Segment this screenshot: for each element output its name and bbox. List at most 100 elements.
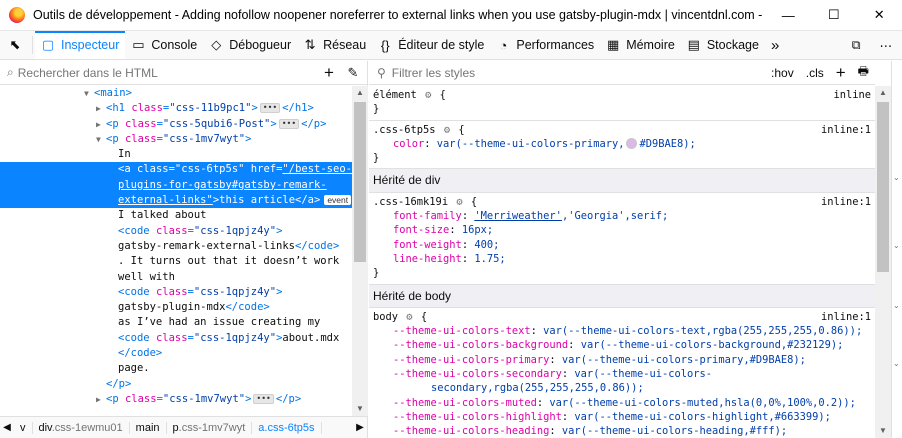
scroll-up-arrow-icon[interactable]: ▲ <box>879 88 887 97</box>
declaration[interactable]: font-family: 'Merriweather','Georgia',se… <box>393 210 669 223</box>
close-button[interactable]: ✕ <box>873 7 885 22</box>
href-link[interactable]: "/best-seo- <box>282 163 352 176</box>
declaration[interactable]: --theme-ui-colors-heading: var(--theme-u… <box>393 425 788 438</box>
node-code[interactable]: <code class="css-1qpjz4y">about.mdx <box>118 331 340 344</box>
color-swatch[interactable] <box>626 137 638 149</box>
declaration[interactable]: --theme-ui-colors-muted: var(--theme-ui-… <box>393 396 856 409</box>
rule-selector[interactable]: élément <box>373 89 417 101</box>
collapsed-twisty-icon[interactable]: ▶ <box>96 119 101 129</box>
scroll-down-arrow-icon[interactable]: ▼ <box>879 426 887 435</box>
event-badge[interactable]: event <box>324 195 352 206</box>
href-link[interactable]: plugins-for-gatsby#gatsby-remark- <box>118 178 327 191</box>
breadcrumb-scroll-right-icon[interactable]: ▶ <box>356 422 364 433</box>
chevron-down-icon[interactable]: ⌄ <box>893 173 900 182</box>
add-node-button[interactable]: + <box>324 62 334 82</box>
rules-scrollbar[interactable]: ▲ ▼ <box>875 86 891 438</box>
tab-stockage[interactable]: ▤ Stockage <box>681 31 765 59</box>
text-node[interactable]: I talked about <box>0 208 352 223</box>
declaration[interactable]: line-height: 1.75; <box>393 252 506 265</box>
chevron-down-icon[interactable]: ⌄ <box>893 241 900 250</box>
href-link[interactable]: external-links" <box>118 194 213 207</box>
minimize-button[interactable]: — <box>781 7 795 23</box>
node-p-last[interactable]: ▶<p class="css-1mv7wyt">•••</p> <box>0 392 352 407</box>
styles-filter-input[interactable] <box>391 65 766 80</box>
node-h1[interactable]: ▶<h1 class="css-11b9pc1">•••</h1> <box>0 101 352 116</box>
tab-memoire[interactable]: ▦ Mémoire <box>600 31 681 59</box>
print-media-icon[interactable]: 🖶 <box>857 64 869 78</box>
node-a-selected[interactable]: <a class="css-6tp5s" href="/best-seo- pl… <box>0 162 352 209</box>
node-main[interactable]: ▼<main> <box>0 86 352 101</box>
text-node[interactable]: . It turns out that it doesn’t work <box>0 254 352 269</box>
scrollbar-thumb[interactable] <box>877 102 889 272</box>
rule-source[interactable]: inline:1 <box>820 195 871 208</box>
node-code[interactable]: <code class="css-1qpjz4y"> <box>118 224 283 237</box>
rule-source[interactable]: inline <box>833 89 871 101</box>
more-tools-button[interactable]: » <box>765 31 785 59</box>
gear-icon[interactable]: ⚙ <box>425 89 432 101</box>
declaration[interactable]: --theme-ui-colors-background: var(--them… <box>393 339 844 352</box>
declaration[interactable]: --theme-ui-colors-secondary: var(--theme… <box>393 368 713 381</box>
tab-reseau[interactable]: ⇅ Réseau <box>297 31 372 59</box>
rule-selector[interactable]: .css-6tp5s <box>373 123 436 136</box>
rule-selector[interactable]: .css-16mk19i <box>373 195 449 208</box>
collapsed-twisty-icon[interactable]: ▶ <box>96 394 101 404</box>
code-close-tag[interactable]: </code> <box>0 346 352 361</box>
declaration[interactable]: font-weight: 400; <box>393 238 500 251</box>
scrollbar-thumb[interactable] <box>354 102 366 262</box>
gear-icon[interactable]: ⚙ <box>456 195 463 208</box>
tab-performances[interactable]: ◔ Performances <box>490 31 600 59</box>
breadcrumb-item[interactable]: v <box>14 421 33 434</box>
scroll-up-arrow-icon[interactable]: ▲ <box>356 88 364 97</box>
collapsed-content-badge[interactable]: ••• <box>259 103 281 114</box>
declaration[interactable]: --theme-ui-colors-highlight: var(--theme… <box>393 410 831 423</box>
gear-icon[interactable]: ⚙ <box>443 123 451 136</box>
class-toggle[interactable]: .cls <box>805 65 824 80</box>
markup-scrollbar[interactable]: ▲ ▼ <box>352 86 368 416</box>
eyedropper-icon[interactable]: ✎ <box>347 64 359 80</box>
declaration[interactable]: color: var(--theme-ui-colors-primary,#D9… <box>393 137 696 150</box>
breadcrumb-scroll-left-icon[interactable]: ◀ <box>3 422 11 433</box>
collapsed-content-badge[interactable]: ••• <box>253 393 274 404</box>
node-p-open[interactable]: ▼<p class="css-1mv7wyt"> <box>0 132 352 147</box>
tab-console[interactable]: ▭ Console <box>125 31 203 59</box>
chevron-down-icon[interactable]: ⌄ <box>893 359 900 368</box>
scroll-down-arrow-icon[interactable]: ▼ <box>356 404 364 413</box>
breadcrumb-item-selected[interactable]: a.css-6tp5s <box>252 421 322 434</box>
expanded-twisty-icon[interactable]: ▼ <box>96 134 101 144</box>
collapsed-content-badge[interactable]: ••• <box>278 118 300 129</box>
rule-selector[interactable]: body <box>373 310 399 323</box>
element-picker-button[interactable]: ⬉ <box>0 31 30 59</box>
declaration[interactable]: font-size: 16px; <box>393 224 494 237</box>
declaration[interactable]: --theme-ui-colors-primary: var(--theme-u… <box>393 353 806 366</box>
text-node[interactable]: In <box>0 147 352 162</box>
rule-source[interactable]: inline:1 <box>820 310 871 323</box>
text-node-continued[interactable]: well with <box>0 270 352 285</box>
chevron-down-icon[interactable]: ⌄ <box>893 301 900 310</box>
rule-source[interactable]: inline:1 <box>820 123 871 136</box>
tab-editeur-de-style[interactable]: {} Éditeur de style <box>372 31 490 59</box>
dock-options-button[interactable]: ⧉ <box>843 31 870 59</box>
add-rule-button[interactable]: + <box>835 62 846 82</box>
gear-icon[interactable]: ⚙ <box>406 310 413 323</box>
node-p-post[interactable]: ▶<p class="css-5qubi6-Post">•••</p> <box>0 117 352 132</box>
node-code[interactable]: <code class="css-1qpjz4y"> <box>118 285 283 298</box>
declaration-continued[interactable]: secondary,rgba(255,255,255,0.86)); <box>431 382 644 395</box>
text-node[interactable]: page. <box>0 361 352 376</box>
collapsed-twisty-icon[interactable]: ▶ <box>96 104 101 114</box>
code-inline-content[interactable]: gatsby-remark-external-links</code> <box>0 239 352 254</box>
expanded-twisty-icon[interactable]: ▼ <box>84 89 89 98</box>
devtools-menu-button[interactable]: ⋯ <box>870 31 902 59</box>
declaration[interactable]: --theme-ui-colors-text: var(--theme-ui-c… <box>393 325 863 338</box>
code-inline-content[interactable]: gatsby-plugin-mdx</code> <box>0 300 352 315</box>
tab-debogueur[interactable]: ◇ Débogueur <box>203 31 297 59</box>
breadcrumb-item[interactable]: main <box>130 421 167 434</box>
sidebar-collapsed-edge[interactable]: ⌄ ⌄ ⌄ ⌄ <box>891 61 902 438</box>
breadcrumb-item[interactable]: div.css-1ewmu01 <box>33 421 130 434</box>
breadcrumb-item[interactable]: p.css-1mv7wyt <box>167 421 253 434</box>
text-node[interactable]: as I’ve had an issue creating my <box>0 315 352 330</box>
pseudo-class-toggle[interactable]: :hov <box>771 65 794 80</box>
markup-search-input[interactable] <box>17 65 317 80</box>
font-link[interactable]: 'Merriweather' <box>474 210 562 223</box>
p-close-tag[interactable]: </p> <box>0 377 352 392</box>
tab-inspecteur[interactable]: ▢ Inspecteur <box>35 31 126 59</box>
